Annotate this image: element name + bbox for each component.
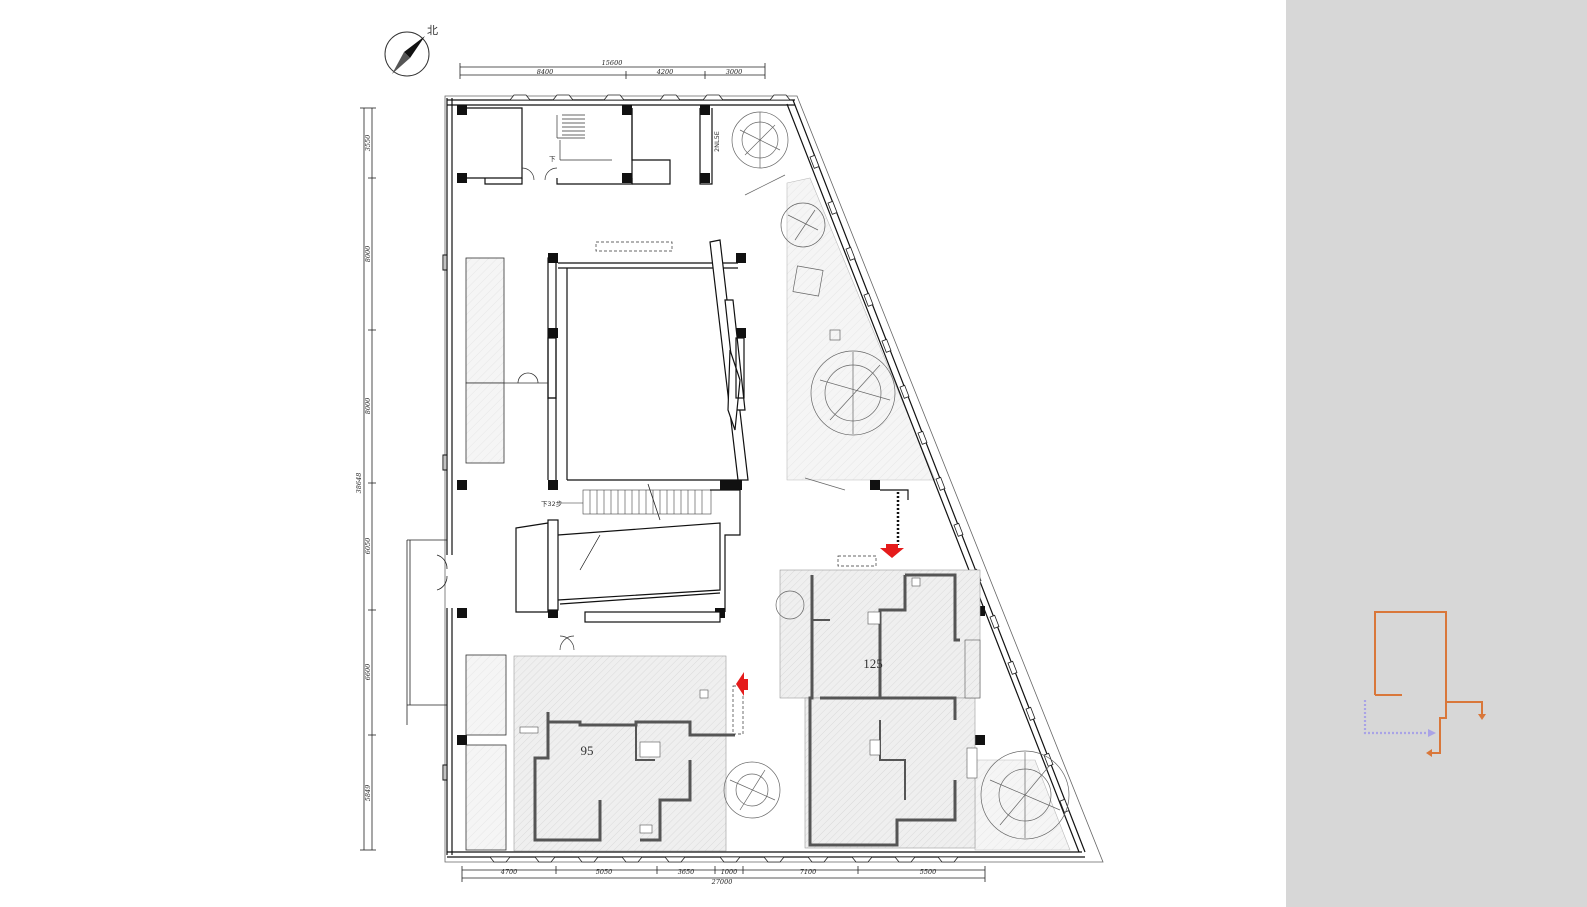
entry-arrow-icon-east	[736, 672, 748, 696]
garden-lower-right	[974, 759, 1071, 851]
bottom-dimension-segment-5: 7100	[800, 868, 817, 876]
left-dimension-segment-2: 8000	[364, 246, 372, 263]
bottom-dimension-line	[461, 866, 986, 882]
left-dimension-total: 38648	[355, 473, 363, 494]
left-dimension-segment-5: 6600	[364, 664, 372, 681]
stair-north	[556, 114, 612, 161]
top-dimension-segment-3: 3000	[726, 68, 743, 76]
service-block-north	[457, 107, 713, 185]
stair-lower	[560, 483, 712, 521]
floor-plan-drawing: 北 15600 8400 4200 3000 4700 5050 36	[355, 24, 1104, 886]
building-walls	[442, 98, 1086, 858]
bottom-dimension-segment-4: 1000	[721, 868, 738, 876]
route-path	[880, 489, 909, 500]
hall-north-opening	[595, 241, 673, 252]
left-dimension-line	[360, 107, 376, 851]
entry-arrow-icon-north	[880, 544, 904, 558]
unit-95-outline	[513, 655, 735, 852]
stair-down-steps-label: 下32步	[541, 500, 563, 508]
central-hall	[547, 239, 749, 481]
bottom-dimension-segment-3: 3650	[678, 868, 695, 876]
unit-125-label: 125	[863, 656, 883, 671]
lower-central-volume	[515, 489, 741, 623]
unit-125-outline	[732, 555, 981, 849]
window-bays	[489, 94, 959, 863]
stair-down-label: 下	[549, 155, 556, 163]
bottom-dimension-segment-1: 4700	[500, 868, 518, 876]
side-note-label: 2NL5E	[713, 131, 721, 152]
left-dimension-segment-6: 5849	[364, 785, 372, 802]
west-side-rooms	[465, 257, 548, 851]
bottom-dimension-segment-6: 5500	[920, 868, 937, 876]
left-dimension-segment-1: 3550	[364, 135, 372, 152]
bottom-dimension-segment-2: 5050	[596, 868, 613, 876]
door-swings-north	[521, 167, 558, 181]
unit-95-label: 95	[581, 743, 594, 758]
north-label: 北	[427, 24, 438, 37]
door-swing-lower	[559, 635, 575, 651]
top-dimension-line	[459, 63, 766, 79]
left-dimension-segment-3: 8000	[364, 398, 372, 415]
top-dimension-total: 15600	[602, 59, 623, 67]
north-arrow-icon	[384, 31, 430, 77]
left-dimension-segment-4: 6050	[364, 538, 372, 555]
west-entrance	[406, 539, 448, 725]
courtyard-garden	[786, 177, 936, 481]
site-boundary	[444, 95, 1104, 863]
garden-tree-icons	[723, 111, 1070, 840]
bottom-dimension-total: 27000	[711, 878, 733, 886]
top-dimension-segment-2: 4200	[656, 68, 674, 76]
top-dimension-segment-1: 8400	[537, 68, 554, 76]
side-panel	[1286, 0, 1587, 907]
